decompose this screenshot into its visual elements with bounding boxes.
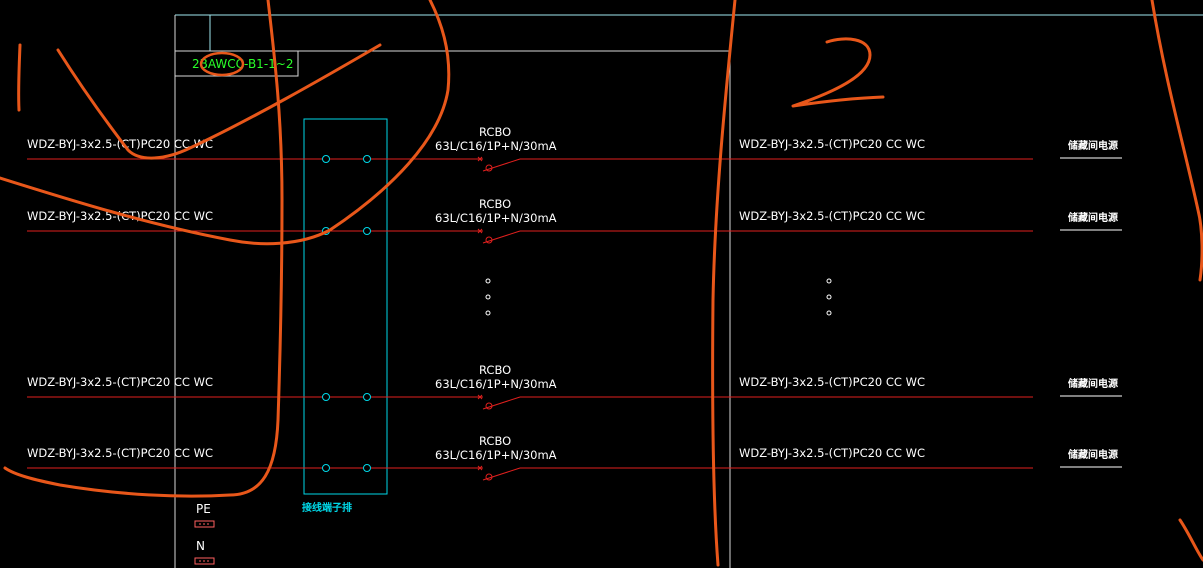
annotation-circle-awcc	[199, 51, 245, 77]
breaker-spec-label: 63L/C16/1P+N/30mA	[435, 211, 557, 225]
load-label: 储藏间电源	[1067, 139, 1118, 152]
pe-symbol: PE	[194, 502, 215, 528]
breaker-spec-label: 63L/C16/1P+N/30mA	[435, 377, 557, 391]
circuit-row: WDZ-BYJ-3x2.5-(CT)PC20 CC WC RCBO63L/C16/…	[27, 363, 1122, 410]
incoming-cable-label: WDZ-BYJ-3x2.5-(CT)PC20 CC WC	[27, 209, 213, 223]
breaker-type-label: RCBO	[479, 434, 511, 448]
breaker-spec-label: 63L/C16/1P+N/30mA	[435, 448, 557, 462]
breaker-switch-icon	[482, 158, 521, 172]
breaker-switch-icon	[482, 467, 521, 481]
drawing-frame	[174, 14, 1203, 568]
load-label: 储藏间电源	[1067, 211, 1118, 224]
terminal-point-icon	[363, 464, 371, 472]
terminal-point-icon	[363, 155, 371, 163]
circuit-rows: WDZ-BYJ-3x2.5-(CT)PC20 CC WCRCBO63L/C16/…	[27, 125, 1122, 481]
load-label: 储藏间电源	[1067, 377, 1118, 390]
incoming-cable-label: WDZ-BYJ-3x2.5-(CT)PC20 CC WC	[27, 375, 213, 389]
outgoing-cable-label: WDZ-BYJ-3x2.5-(CT)PC20 CC WC	[739, 446, 925, 460]
breaker-cross-icon	[477, 465, 483, 471]
n-symbol: N	[194, 539, 215, 565]
outgoing-cable-label: WDZ-BYJ-3x2.5-(CT)PC20 CC WC	[739, 375, 925, 389]
continuation-dots-left	[485, 278, 491, 316]
terminal-block-label: 接线端子排	[302, 501, 352, 514]
terminal-point-icon	[322, 155, 330, 163]
continuation-dots-right	[826, 278, 832, 316]
outgoing-cable-label: WDZ-BYJ-3x2.5-(CT)PC20 CC WC	[739, 137, 925, 151]
n-label: N	[196, 539, 205, 553]
circuit-row: WDZ-BYJ-3x2.5-(CT)PC20 CC WC RCBO63L/C16/…	[27, 434, 1122, 481]
breaker-cross-icon	[477, 394, 483, 400]
annotation-slash-stroke	[56, 43, 382, 160]
panel-id-box	[174, 50, 299, 77]
breaker-cross-icon	[477, 156, 483, 162]
terminal-point-icon	[322, 464, 330, 472]
terminal-point-icon	[322, 393, 330, 401]
terminal-point-icon	[363, 393, 371, 401]
breaker-cross-icon	[477, 228, 483, 234]
pe-label: PE	[196, 502, 211, 516]
load-label: 储藏间电源	[1067, 448, 1118, 461]
outgoing-cable-label: WDZ-BYJ-3x2.5-(CT)PC20 CC WC	[739, 209, 925, 223]
annotation-divider-mid	[711, 0, 737, 567]
annotation-curve-top	[0, 0, 451, 246]
terminal-point-icon	[363, 227, 371, 235]
incoming-cable-label: WDZ-BYJ-3x2.5-(CT)PC20 CC WC	[27, 446, 213, 460]
terminal-block	[303, 118, 388, 495]
breaker-type-label: RCBO	[479, 197, 511, 211]
breaker-switch-icon	[482, 230, 521, 244]
annotation-divider-right	[1150, 0, 1203, 282]
breaker-type-label: RCBO	[479, 363, 511, 377]
pe-bar-icon	[194, 520, 215, 528]
circuit-row: WDZ-BYJ-3x2.5-(CT)PC20 CC WC RCBO63L/C16/…	[27, 197, 1122, 244]
annotation-mark-1-stroke	[17, 43, 22, 112]
annotation-divider-right-lower	[1178, 518, 1203, 562]
breaker-spec-label: 63L/C16/1P+N/30mA	[435, 139, 557, 153]
circuit-row: WDZ-BYJ-3x2.5-(CT)PC20 CC WC RCBO63L/C16/…	[27, 125, 1122, 172]
annotation-mark-2-stroke	[791, 37, 885, 108]
incoming-cable-label: WDZ-BYJ-3x2.5-(CT)PC20 CC WC	[27, 137, 213, 151]
breaker-switch-icon	[482, 396, 521, 410]
n-bar-icon	[194, 557, 215, 565]
breaker-type-label: RCBO	[479, 125, 511, 139]
annotation-loop-left	[3, 0, 284, 498]
